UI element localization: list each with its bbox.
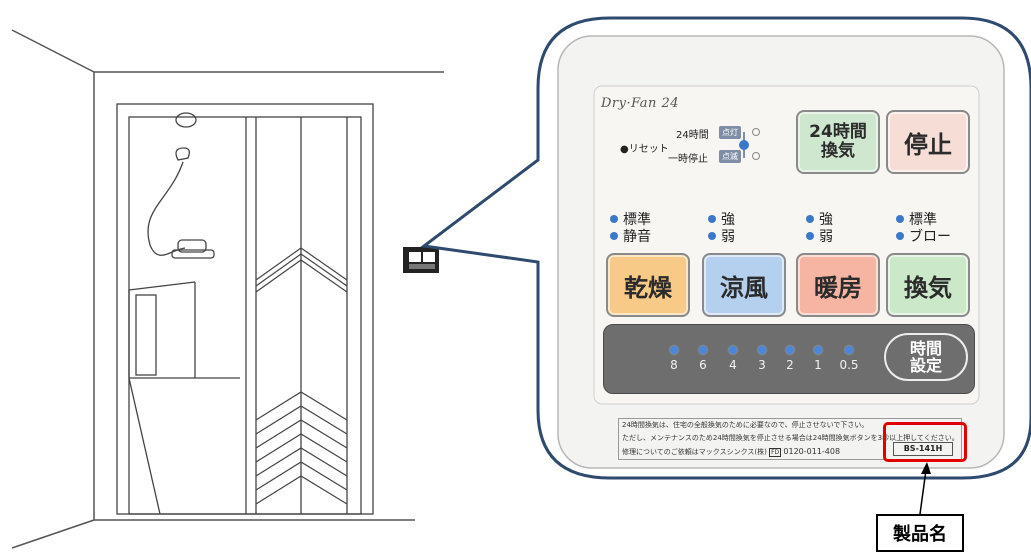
timer-indicator-2 — [786, 346, 794, 354]
vent24-label-line1: 24時間 — [809, 122, 867, 142]
indicator-dot — [896, 232, 904, 240]
wall-controller-icon — [403, 247, 439, 273]
model-highlight-box — [883, 422, 967, 462]
time-setting-label-line2: 設定 — [909, 356, 942, 375]
dry-button[interactable]: 乾燥 — [606, 253, 690, 317]
timer-indicator-0-5 — [845, 346, 853, 354]
shower-head — [147, 112, 215, 259]
timer-value-6: 6 — [699, 358, 707, 372]
notice-line1: 24時間換気は、住宅の全般換気のために必要なので、停止させないで下さい。 — [622, 421, 869, 429]
folding-door-pattern — [255, 247, 348, 505]
room-walls — [11, 29, 444, 549]
indicator-dot — [896, 215, 904, 223]
time-setting-button[interactable]: 時間 設定 — [884, 333, 968, 381]
heat-button[interactable]: 暖房 — [796, 253, 880, 317]
free-dial-icon: FD — [769, 448, 782, 457]
indicator-dot — [610, 232, 618, 240]
vent24-button[interactable]: 24時間 換気 — [796, 110, 880, 174]
vent-mode-options: 標準 ブロー — [896, 212, 951, 246]
notice-line3: 修理についてのご依頼はマックスシンクス(株) — [622, 448, 767, 456]
notice-line2: ただし、メンテナンスのため24時間換気を停止させる場合は24時間換気ボタンを3秒… — [622, 434, 959, 442]
timer-indicator-6 — [699, 346, 707, 354]
timer-indicator-1 — [814, 346, 822, 354]
mode-slider — [739, 132, 749, 158]
timer-indicator-8 — [670, 346, 678, 354]
product-name-callout: 製品名 — [876, 514, 964, 552]
lit-tag: 点灯 — [719, 126, 741, 139]
vent-mode-blow: ブロー — [909, 229, 951, 245]
indicator-dot — [708, 215, 716, 223]
cool-mode-options: 強 弱 — [708, 212, 735, 246]
mode24-label: 24時間 — [676, 130, 709, 141]
cool-mode-strong: 強 — [721, 212, 735, 228]
cool-button[interactable]: 涼風 — [702, 253, 786, 317]
dry-mode-quiet: 静音 — [623, 229, 651, 245]
heat-mode-strong: 強 — [819, 212, 833, 228]
callout-arrowhead — [921, 462, 931, 474]
timer-value-1: 1 — [814, 358, 822, 372]
notice-phone: 0120-011-408 — [783, 447, 841, 456]
vent-button[interactable]: 換気 — [886, 253, 970, 317]
timer-value-4: 4 — [729, 358, 737, 372]
notice-label: 24時間換気は、住宅の全般換気のために必要なので、停止させないで下さい。 ただし… — [618, 418, 962, 460]
timer-value-3: 3 — [758, 358, 766, 372]
indicator-dot — [610, 215, 618, 223]
timer-indicator-4 — [729, 346, 737, 354]
callout-arrow-line — [919, 469, 927, 515]
blink-tag: 点滅 — [719, 150, 741, 163]
pause-label: 一時停止 — [668, 154, 708, 165]
indicator-dot — [806, 232, 814, 240]
timer-indicator-3 — [758, 346, 766, 354]
dry-mode-options: 標準 静音 — [610, 212, 651, 246]
brand-logo: Dry·Fan 24 — [601, 96, 680, 111]
dry-mode-standard: 標準 — [623, 212, 651, 228]
timer-panel — [603, 324, 975, 394]
cool-mode-weak: 弱 — [721, 229, 735, 245]
time-setting-label-line1: 時間 — [909, 339, 942, 358]
vent24-label-line2: 換気 — [820, 141, 855, 161]
vent-mode-standard: 標準 — [909, 212, 937, 228]
timer-value-8: 8 — [670, 358, 678, 372]
stop-button[interactable]: 停止 — [886, 110, 970, 174]
reset-label: ●リセット — [620, 144, 669, 155]
timer-value-0-5: 0.5 — [839, 358, 859, 372]
sun-icon — [752, 128, 760, 160]
indicator-dot — [806, 215, 814, 223]
indicator-dot — [708, 232, 716, 240]
model-number: BS-141H — [893, 442, 953, 456]
timer-value-2: 2 — [786, 358, 794, 372]
heat-mode-weak: 弱 — [819, 229, 833, 245]
shower-booth — [116, 103, 374, 515]
heat-mode-options: 強 弱 — [806, 212, 833, 246]
